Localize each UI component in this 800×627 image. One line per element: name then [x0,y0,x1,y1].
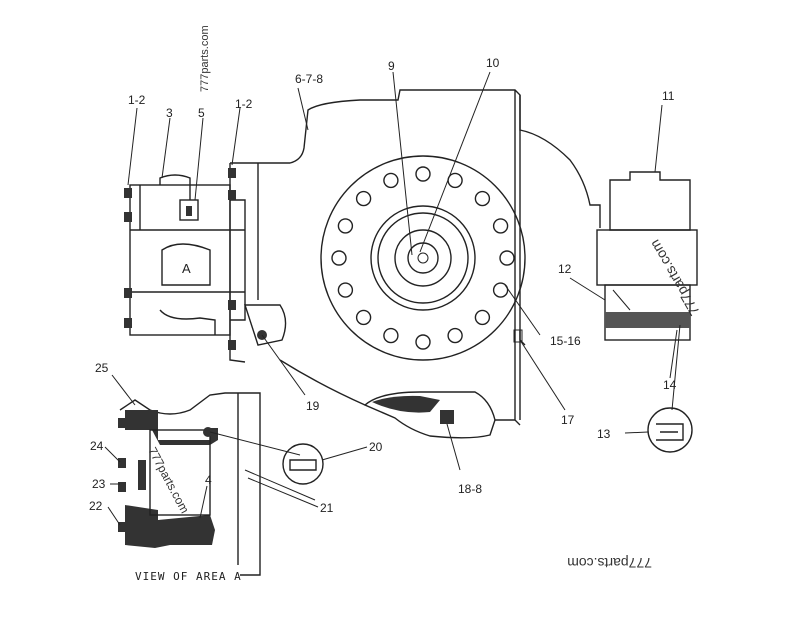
callout-labels: 1-2 3 5 1-2 6-7-8 9 10 11 12 15-16 14 13… [89,56,677,515]
bolt-hole [331,250,347,266]
fitting-19 [244,304,306,396]
bolt-hole [474,190,491,207]
area-marker: A [182,261,191,276]
callout-18-8: 18-8 [458,482,482,496]
bolt-hole [415,166,431,182]
bolt-hole [492,218,509,234]
flange-bolt-holes [331,166,515,350]
leader-lines [104,71,663,526]
motor-assembly: A [124,168,246,350]
callout-22: 22 [89,499,103,513]
callout-20: 20 [369,440,383,454]
main-housing [229,89,601,426]
output-flange [320,155,526,361]
callout-11: 11 [662,89,675,103]
area-a-section [118,392,324,576]
valve-component [596,171,698,453]
callout-12: 12 [558,262,572,276]
callout-6-7-8: 6-7-8 [295,72,323,86]
watermark-mid: 777parts.com [145,445,191,516]
callout-3: 3 [166,106,173,120]
callout-1-2-left: 1-2 [128,93,146,107]
callout-21: 21 [320,501,334,515]
callout-24: 24 [90,439,104,453]
view-caption: VIEW OF AREA A [135,570,242,583]
watermark-top: 777parts.com [199,25,211,92]
watermark-right: 777parts.com [646,237,702,318]
watermark-bottom: 777parts.com [567,555,652,571]
bracket-18-8 [363,391,496,471]
callout-10: 10 [486,56,500,70]
callout-25: 25 [95,361,109,375]
callout-13: 13 [597,427,611,441]
callout-9: 9 [388,59,395,73]
bolt-hole [355,190,372,207]
callout-1-2-right: 1-2 [235,97,253,111]
bolt-hole [337,218,354,234]
callout-5: 5 [198,106,205,120]
callout-4: 4 [205,473,212,487]
bolt-hole [337,282,354,298]
callout-19: 19 [306,399,320,413]
callout-15-16: 15-16 [550,334,581,348]
callout-17: 17 [561,413,575,427]
bolt-hole [492,282,509,298]
bolt-hole [415,334,431,350]
callout-14: 14 [663,378,677,392]
bolt-hole [447,327,463,344]
bolt-hole [355,309,372,326]
bolt-hole [499,250,515,266]
bolt-hole [474,309,491,326]
callout-23: 23 [92,477,106,491]
bolt-hole [383,327,399,344]
bolt-hole [383,172,399,189]
